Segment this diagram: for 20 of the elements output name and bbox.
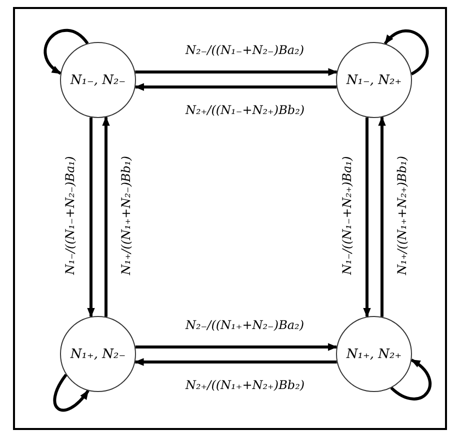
arrow [134,358,337,366]
state-circle: N₁₊, N₂₊ [336,316,412,392]
self-loop-arrow [384,30,429,76]
arrow [378,116,386,317]
edge-label: N₂₊/((N₁₋+N₂₊)Bb₂) [184,102,307,118]
arrow [134,83,337,91]
arrow [135,343,338,351]
arrow [102,116,110,317]
state-circle: N₁₋, N₂₊ [336,42,412,118]
arrow [135,68,338,76]
self-loop-arrow [53,374,90,412]
edge-label: N₂₋/((N₁₊+N₂₋)Ba₂) [184,318,306,332]
edge-label: N₂₊/((N₁₊+N₂₊)Bb₂) [184,378,307,392]
arrow [363,117,371,318]
self-loop-arrow [390,358,432,400]
arrow [87,117,95,318]
state-circle: N₁₊, N₂₋ [60,316,136,392]
self-loop-arrow [44,28,89,75]
state-circle: N₁₋, N₂₋ [60,42,136,118]
edge-label: N₂₋/((N₁₋+N₂₋)Ba₂) [184,42,306,58]
